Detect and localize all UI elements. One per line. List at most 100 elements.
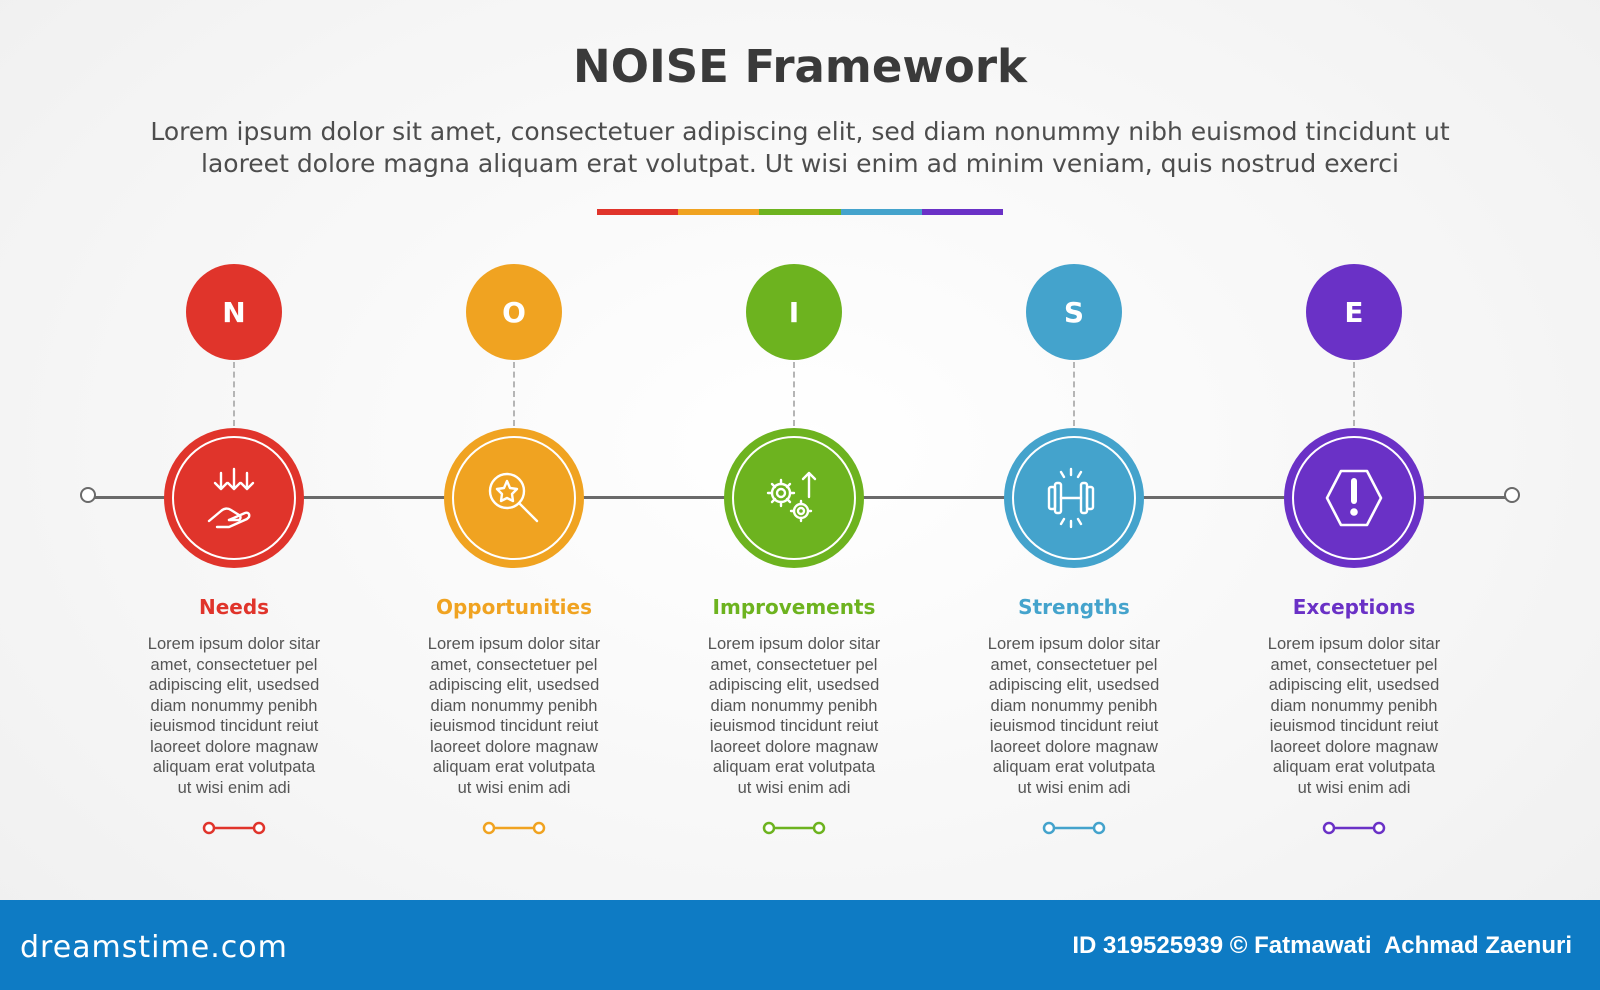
step-label: Exceptions	[1292, 595, 1416, 619]
step-description: Lorem ipsum dolor sitar amet, consectetue…	[134, 634, 334, 798]
description-line: ut wisi enim adi	[1017, 778, 1131, 797]
subtitle-line-2: laoreet dolore magna aliquam erat volutp…	[201, 149, 1399, 178]
step-letter-badge: S	[1026, 264, 1122, 360]
description-line: aliquam erat volutpata	[152, 758, 316, 776]
step-description: Lorem ipsum dolor sitar amet, consectetue…	[694, 634, 894, 798]
description-line: aliquam erat volutpata	[432, 758, 596, 776]
description-line: aliquam erat volutpata	[712, 758, 876, 776]
description-line: adipiscing elit, usedsed	[708, 676, 880, 694]
description-line: diam nonummy penibh	[1270, 696, 1438, 715]
description-line: laoreet dolore magnaw	[430, 737, 598, 756]
dashed-connector	[1353, 362, 1355, 426]
dashed-connector	[233, 362, 235, 426]
icon-ring	[172, 436, 296, 560]
description-line: amet, consectetuer pel	[1270, 655, 1438, 674]
step-icon-circle	[164, 428, 304, 568]
description-line: ieuismod tincidunt reiut	[989, 717, 1159, 735]
magnifier-star-icon	[488, 472, 539, 523]
step-letter-badge: I	[746, 264, 842, 360]
mini-connector-icon	[1322, 820, 1386, 835]
accent-segment	[678, 209, 760, 215]
description-line: ut wisi enim adi	[737, 778, 851, 797]
step-icon-circle	[1284, 428, 1424, 568]
description-line: adipiscing elit, usedsed	[428, 676, 600, 694]
description-line: amet, consectetuer pel	[990, 655, 1158, 674]
dumbbell-icon	[1047, 467, 1095, 529]
mini-connector-icon	[482, 820, 546, 835]
timeline-end-dot	[1504, 487, 1520, 503]
infographic-canvas: NOISE Framework Lorem ipsum dolor sit am…	[80, 0, 1520, 900]
step-letter-badge: E	[1306, 264, 1402, 360]
step-description: Lorem ipsum dolor sitar amet, consectetue…	[974, 634, 1174, 798]
step-icon-circle	[724, 428, 864, 568]
color-accent-bar	[597, 209, 1004, 215]
accent-segment	[840, 209, 922, 215]
icon-ring	[452, 436, 576, 560]
step-icon-circle	[1004, 428, 1144, 568]
description-line: amet, consectetuer pel	[150, 655, 318, 674]
description-line: adipiscing elit, usedsed	[988, 676, 1160, 694]
hand-arrows-down-icon	[207, 467, 255, 529]
icon-ring	[732, 436, 856, 560]
dashed-connector	[513, 362, 515, 426]
description-line: diam nonummy penibh	[990, 696, 1158, 715]
hexagon-exclamation-icon	[1325, 469, 1383, 527]
description-line: ut wisi enim adi	[457, 778, 571, 797]
mini-connector-icon	[202, 820, 266, 835]
mini-connector-icon	[762, 820, 826, 835]
description-line: diam nonummy penibh	[430, 696, 598, 715]
description-line: ieuismod tincidunt reiut	[709, 717, 879, 735]
description-line: laoreet dolore magnaw	[150, 737, 318, 756]
description-line: laoreet dolore magnaw	[990, 737, 1158, 756]
step-label: Needs	[198, 595, 270, 619]
mini-connector-icon	[1042, 820, 1106, 835]
step-icon-circle	[444, 428, 584, 568]
description-line: laoreet dolore magnaw	[1270, 737, 1438, 756]
description-line: Lorem ipsum dolor sitar	[987, 635, 1161, 653]
description-line: diam nonummy penibh	[150, 696, 318, 715]
description-line: adipiscing elit, usedsed	[1268, 676, 1440, 694]
description-line: ut wisi enim adi	[177, 778, 291, 797]
step-label: Opportunities	[435, 595, 592, 619]
description-line: ieuismod tincidunt reiut	[1269, 717, 1439, 735]
footer-logo: dreamstime.com	[20, 930, 288, 965]
accent-segment	[921, 209, 1004, 215]
description-line: Lorem ipsum dolor sitar	[1267, 635, 1441, 653]
description-line: adipiscing elit, usedsed	[148, 676, 320, 694]
step-letter-badge: N	[186, 264, 282, 360]
gears-arrow-up-icon	[766, 471, 817, 523]
step-description: Lorem ipsum dolor sitar amet, consectetue…	[414, 634, 614, 798]
description-line: laoreet dolore magnaw	[710, 737, 878, 756]
description-line: amet, consectetuer pel	[710, 655, 878, 674]
subtitle-line-1: Lorem ipsum dolor sit amet, consectetuer…	[150, 117, 1450, 146]
accent-segment	[597, 209, 679, 215]
description-line: Lorem ipsum dolor sitar	[707, 635, 881, 653]
dashed-connector	[1073, 362, 1075, 426]
description-line: ieuismod tincidunt reiut	[429, 717, 599, 735]
description-line: Lorem ipsum dolor sitar	[147, 635, 321, 653]
step-label: Improvements	[712, 595, 876, 619]
icon-ring	[1012, 436, 1136, 560]
dashed-connector	[793, 362, 795, 426]
description-line: ut wisi enim adi	[1297, 778, 1411, 797]
footer-bar	[0, 900, 1600, 990]
icon-ring	[1292, 436, 1416, 560]
page-subtitle: Lorem ipsum dolor sit amet, consectetuer…	[110, 116, 1490, 180]
description-line: diam nonummy penibh	[710, 696, 878, 715]
description-line: Lorem ipsum dolor sitar	[427, 635, 601, 653]
step-letter-badge: O	[466, 264, 562, 360]
footer-credit: ID 319525939 © Fatmawati Achmad Zaenuri	[1072, 932, 1572, 959]
description-line: amet, consectetuer pel	[430, 655, 598, 674]
step-label: Strengths	[1018, 595, 1130, 619]
step-description: Lorem ipsum dolor sitar amet, consectetue…	[1254, 634, 1454, 798]
page-title: NOISE Framework	[573, 40, 1027, 93]
description-line: ieuismod tincidunt reiut	[149, 717, 319, 735]
description-line: aliquam erat volutpata	[1272, 758, 1436, 776]
description-line: aliquam erat volutpata	[992, 758, 1156, 776]
accent-segment	[759, 209, 841, 215]
